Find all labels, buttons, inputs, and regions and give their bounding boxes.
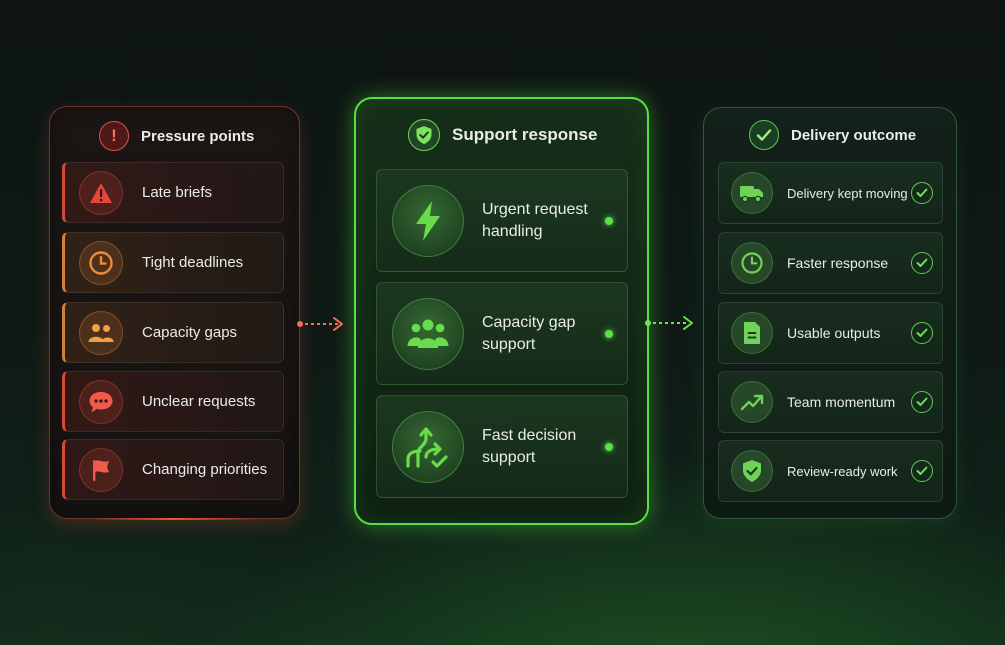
support-card-capacity-gap: Capacity gap support [376, 282, 628, 385]
support-response-panel: Support response Urgent request handling… [354, 97, 649, 525]
pressure-points-title: Pressure points [141, 127, 255, 145]
team-icon [392, 297, 464, 370]
support-response-title: Support response [452, 125, 598, 144]
exclamation-icon: ! [99, 121, 129, 151]
delivery-outcome-title: Delivery outcome [791, 126, 917, 144]
outcome-card-team-momentum: Team momentum [718, 371, 943, 433]
connector-arrow-left [297, 317, 343, 331]
pressure-points-header: ! Pressure points [99, 121, 254, 151]
pressure-label: Late briefs [142, 184, 213, 201]
warning-triangle-icon [79, 170, 123, 215]
outcome-label: Delivery kept moving [787, 185, 908, 201]
flag-icon [79, 447, 123, 492]
outcome-label: Team momentum [787, 394, 896, 410]
people-icon [79, 310, 123, 355]
pressure-points-panel: ! Pressure points Late briefs Tight dead… [49, 106, 300, 520]
clock-icon [79, 240, 123, 285]
outcome-label: Faster response [787, 255, 889, 271]
pressure-card-unclear-requests: Unclear requests [62, 371, 284, 432]
support-label: Capacity gap support [482, 313, 576, 353]
truck-icon [731, 172, 773, 214]
pressure-label: Capacity gaps [142, 324, 238, 341]
pressure-label: Changing priorities [142, 461, 268, 478]
delivery-outcome-header: Delivery outcome [749, 120, 916, 150]
outcome-card-usable-outputs: Usable outputs [718, 302, 943, 364]
status-dot [605, 329, 613, 338]
status-dot [605, 216, 613, 225]
pressure-card-tight-deadlines: Tight deadlines [62, 232, 284, 293]
check-circle-icon [911, 252, 933, 274]
pressure-card-changing-priorities: Changing priorities [62, 439, 284, 500]
check-circle-icon [911, 391, 933, 413]
check-circle-icon [911, 460, 933, 482]
support-label: Fast decision support [482, 426, 577, 466]
connector-arrow-right [645, 316, 693, 330]
document-icon [731, 312, 773, 354]
outcome-card-delivery-kept-moving: Delivery kept moving [718, 162, 943, 224]
lightning-icon [392, 184, 464, 257]
pressure-card-late-briefs: Late briefs [62, 162, 284, 223]
support-label: Urgent request handling [482, 200, 588, 240]
shield-check-icon [408, 119, 440, 151]
outcome-card-faster-response: Faster response [718, 232, 943, 294]
outcome-label: Usable outputs [787, 325, 881, 341]
shield-check-icon [731, 450, 773, 492]
outcome-label: Review-ready work [787, 463, 898, 479]
pressure-card-capacity-gaps: Capacity gaps [62, 302, 284, 363]
checkmark-icon [749, 120, 779, 150]
check-circle-icon [911, 182, 933, 204]
support-card-urgent-request: Urgent request handling [376, 169, 628, 272]
chat-bubble-icon [79, 379, 123, 424]
trending-up-icon [731, 381, 773, 423]
status-dot [605, 442, 613, 451]
pressure-label: Unclear requests [142, 393, 256, 410]
pressure-label: Tight deadlines [142, 254, 244, 271]
exclamation-glyph: ! [111, 126, 117, 145]
support-response-header: Support response [408, 119, 597, 151]
support-card-fast-decision: Fast decision support [376, 395, 628, 498]
clock-icon [731, 242, 773, 284]
delivery-outcome-panel: Delivery outcome Delivery kept moving Fa… [703, 107, 957, 519]
outcome-card-review-ready: Review-ready work [718, 440, 943, 502]
split-arrows-check-icon [392, 410, 464, 483]
check-circle-icon [911, 322, 933, 344]
